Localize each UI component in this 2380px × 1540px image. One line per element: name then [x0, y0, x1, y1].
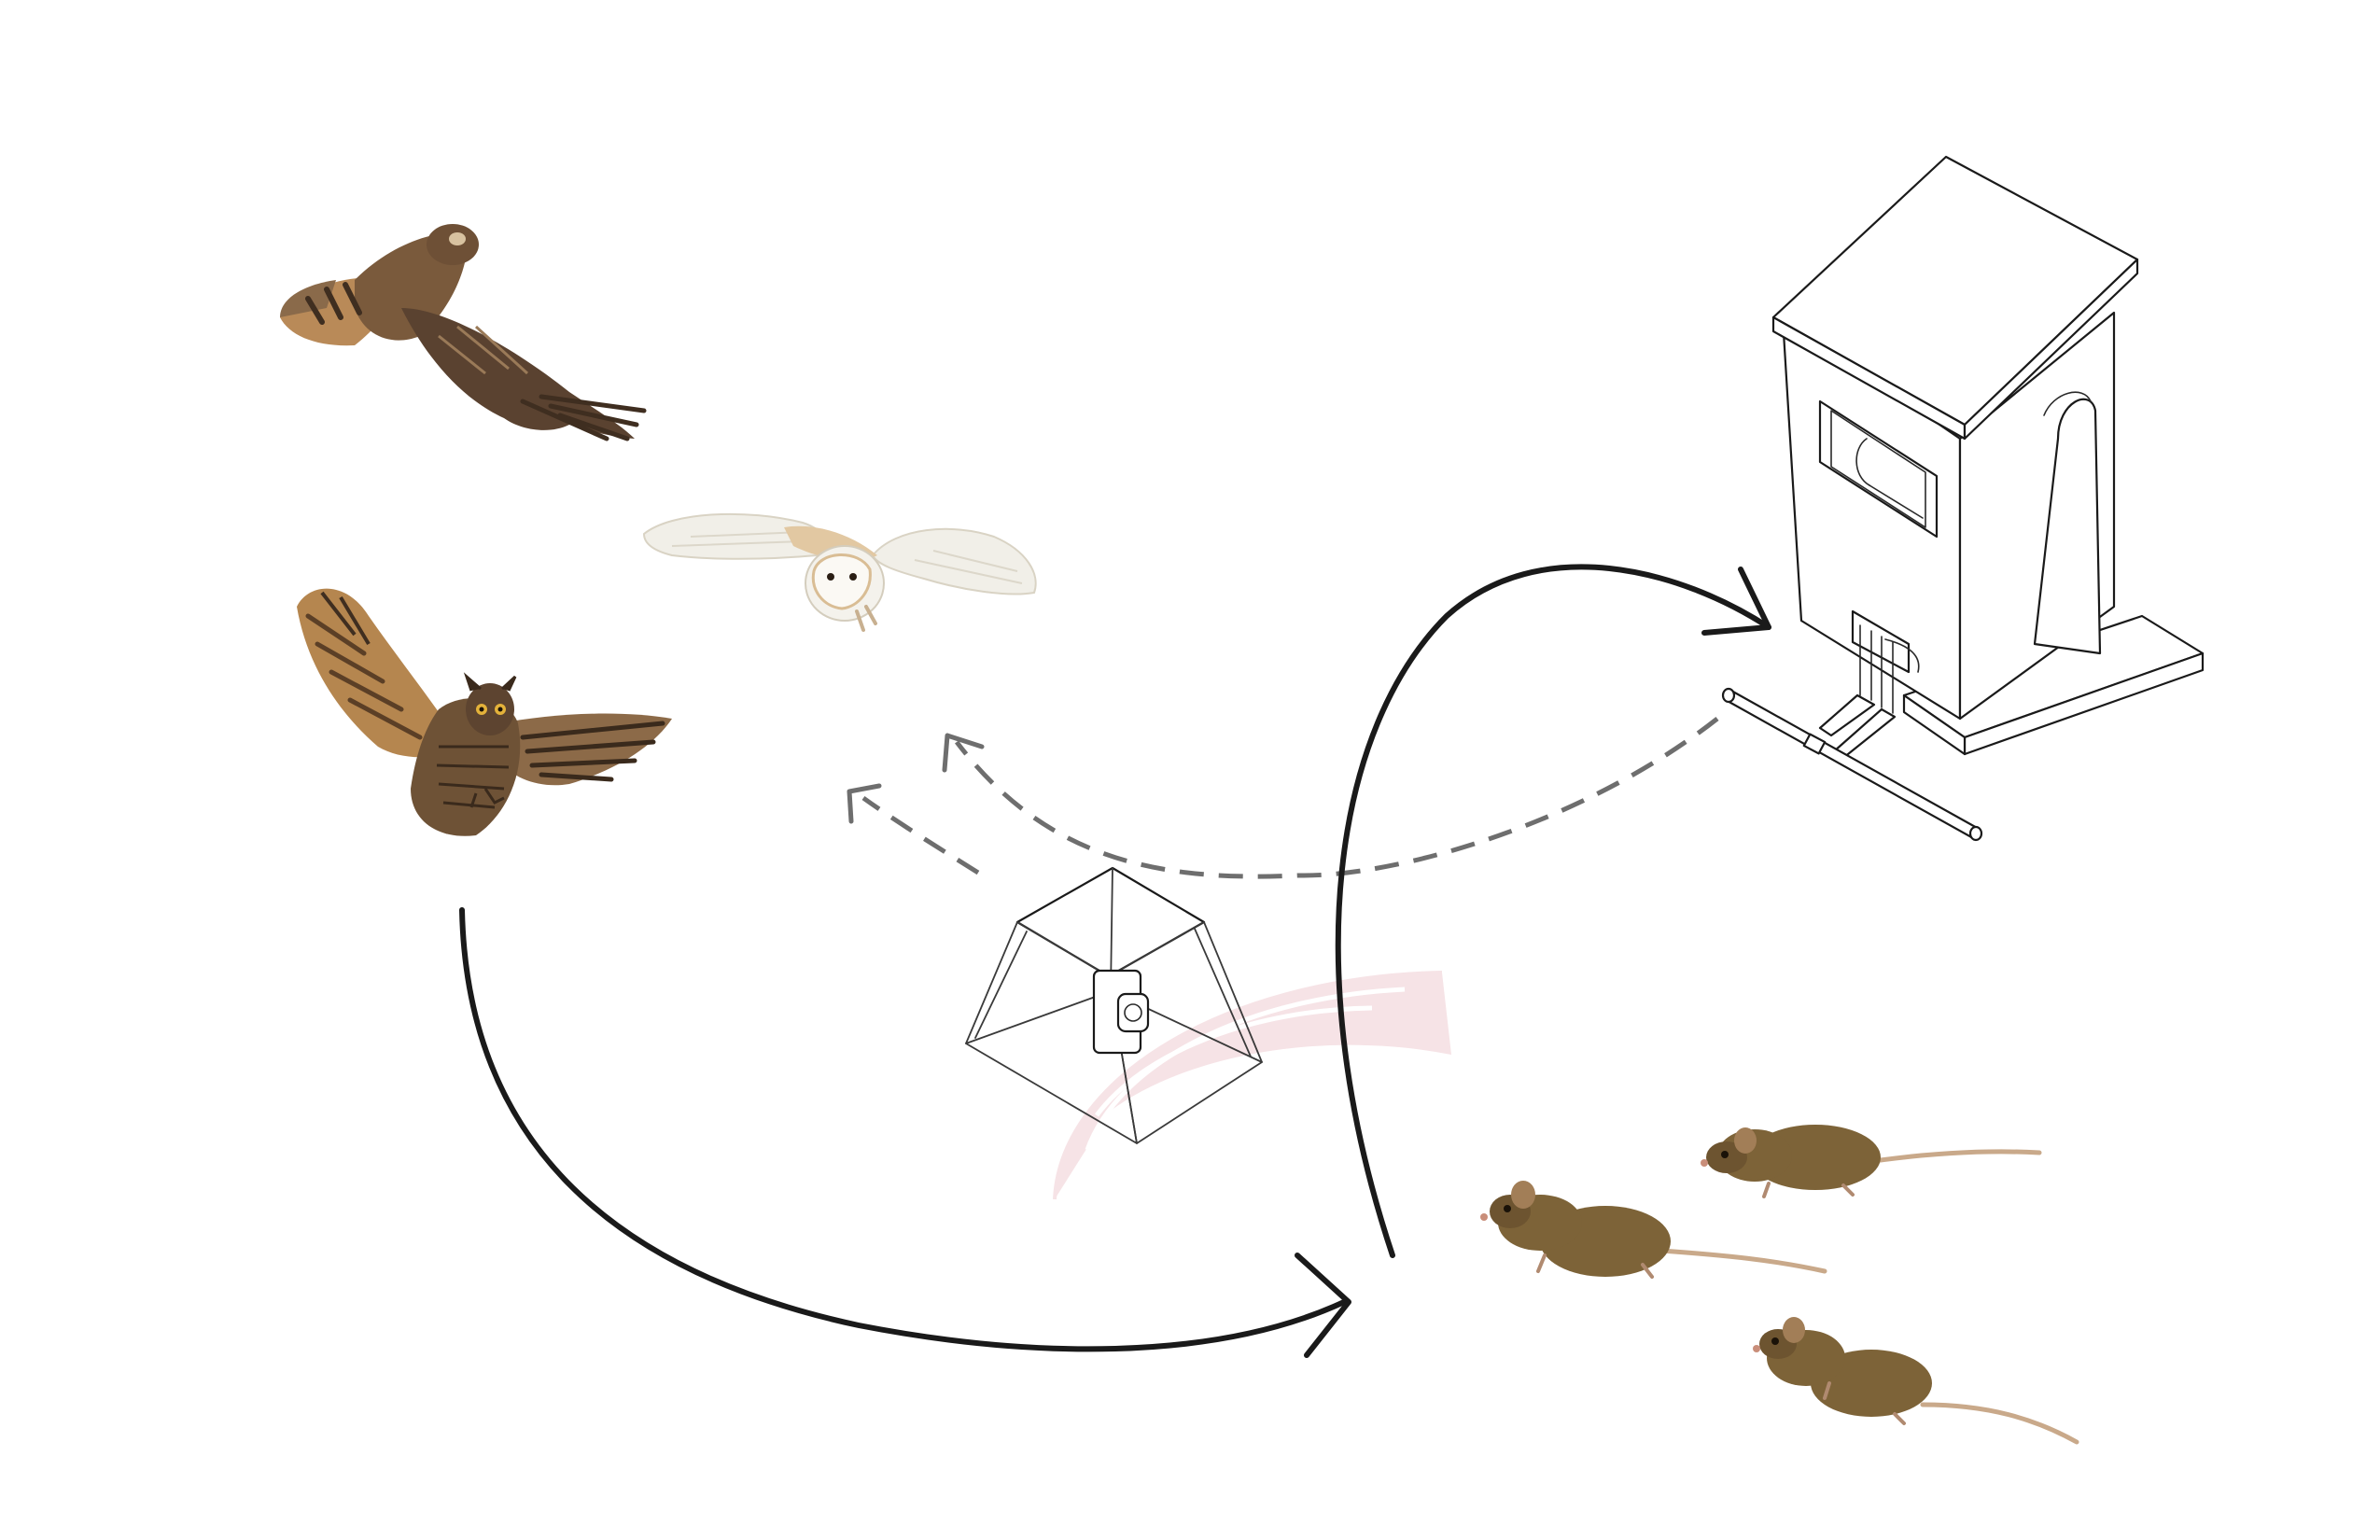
great-horned-owl-soaring-icon — [280, 224, 647, 441]
solid-arrow-owls-to-mice — [459, 907, 1351, 1358]
great-horned-owl-landing-icon — [297, 588, 672, 836]
mouse-icon — [1480, 1181, 1827, 1279]
dashed-arrow-station-to-owls — [942, 717, 1719, 879]
mouse-icon — [1753, 1317, 2079, 1445]
ultrasonic-sensor-box-icon — [965, 866, 1263, 1144]
mouse-icon — [1701, 1125, 2042, 1198]
dashed-arrow-sensor-to-owls — [847, 783, 980, 875]
barn-owl-flying-icon — [642, 512, 1037, 632]
rodent-bait-station-icon — [1721, 155, 2205, 842]
solid-arrow-mice-to-station — [1335, 564, 1771, 1258]
